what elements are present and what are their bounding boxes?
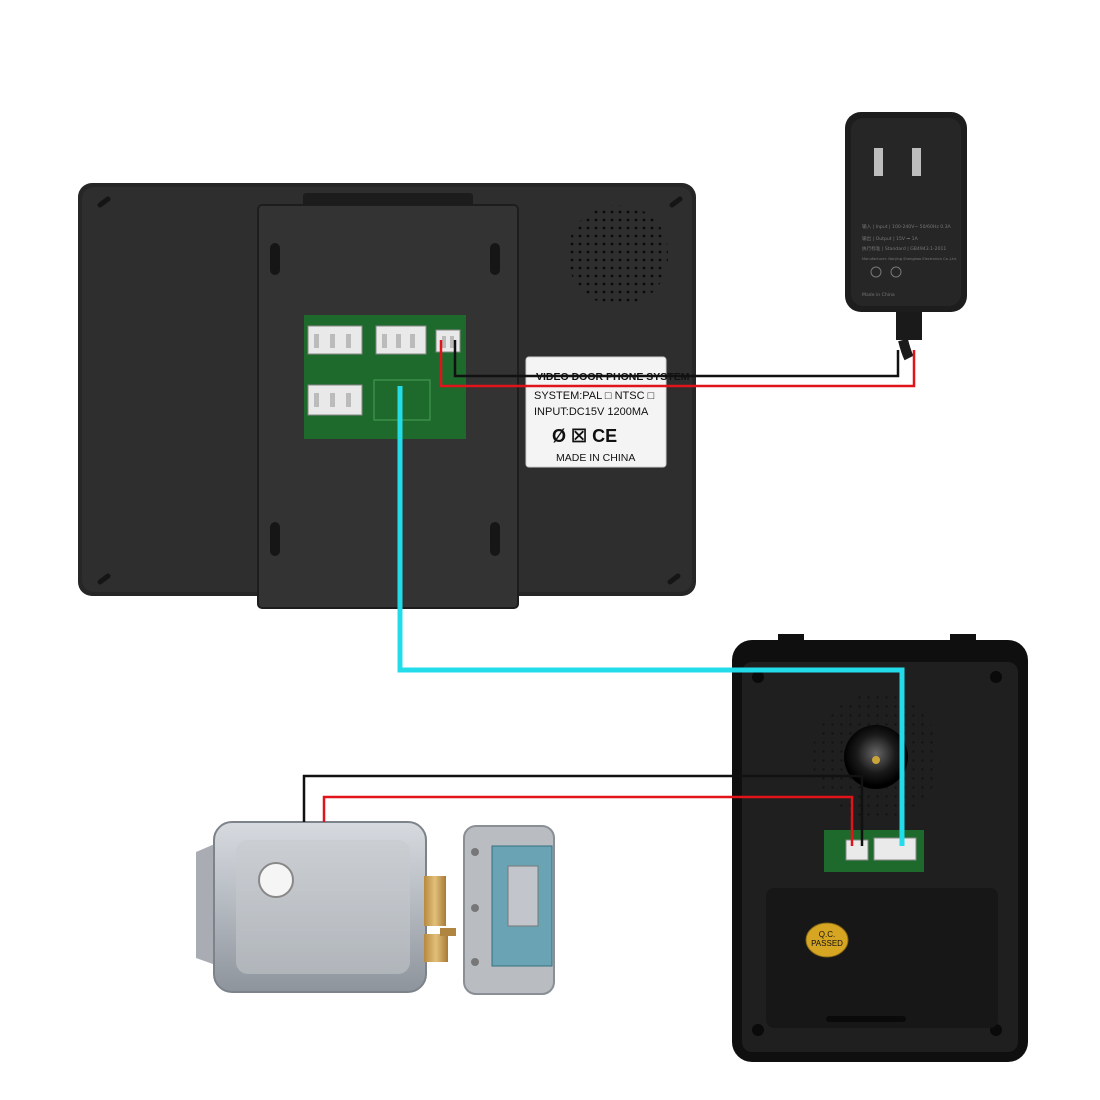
monitor-connector-1 — [307, 325, 363, 355]
svg-text:PASSED: PASSED — [811, 939, 843, 948]
wire-lock-negative — [302, 774, 864, 846]
svg-text:Q.C.: Q.C. — [819, 930, 835, 939]
monitor-spec-label: VIDEO DOOR PHONE SYSTEM SYSTEM:PAL □ NTS… — [525, 356, 690, 468]
power-adapter: 输入 | Input | 100-240V~ 50/60Hz 0.3A 输出 |… — [845, 112, 967, 361]
adapter-origin: Made in China — [862, 292, 895, 298]
outdoor-camera-unit: Q.C. PASSED — [732, 634, 1028, 1062]
electric-lock — [196, 821, 456, 993]
lock-strike-plate — [463, 825, 555, 995]
adapter-standard: 执行标准 | Standard | GB4943.1-2011 — [862, 245, 946, 252]
wire-lock-positive — [322, 795, 854, 846]
speaker-grille — [568, 205, 668, 305]
label-origin: MADE IN CHINA — [556, 452, 635, 464]
wire-video-cable — [397, 386, 905, 846]
adapter-rating-input: 输入 | Input | 100-240V~ 50/60Hz 0.3A — [862, 223, 952, 230]
wire-power-positive — [439, 340, 916, 388]
label-system: SYSTEM:PAL □ NTSC □ — [534, 390, 655, 402]
plug-prong-left — [874, 148, 883, 176]
camera-video-connector — [873, 837, 917, 861]
plug-prong-right — [912, 148, 921, 176]
lock-dead-bolt — [424, 934, 448, 962]
qc-passed-sticker: Q.C. PASSED — [805, 922, 849, 958]
lock-keyhole — [258, 862, 294, 898]
lock-latch-bolt — [424, 876, 446, 926]
label-input: INPUT:DC15V 1200MA — [534, 406, 649, 418]
camera-back-plate — [766, 888, 998, 1028]
monitor-connector-3 — [307, 384, 363, 416]
wire-power-negative — [453, 340, 900, 378]
monitor-power-connector — [435, 329, 461, 353]
certification-marks: Ø ☒ CE — [552, 426, 617, 446]
monitor-connector-2 — [375, 325, 427, 355]
camera-lock-connector — [845, 839, 869, 861]
adapter-rating-output: 输出 | Output | 15V ⎓ 1A — [862, 235, 919, 242]
indoor-monitor: VIDEO DOOR PHONE SYSTEM SYSTEM:PAL □ NTS… — [78, 183, 696, 609]
adapter-cert-icon — [890, 266, 902, 278]
adapter-cert-icon — [870, 266, 882, 278]
adapter-manufacturer: Manufacturer: Nanjing Shengbao Electroni… — [862, 257, 957, 261]
